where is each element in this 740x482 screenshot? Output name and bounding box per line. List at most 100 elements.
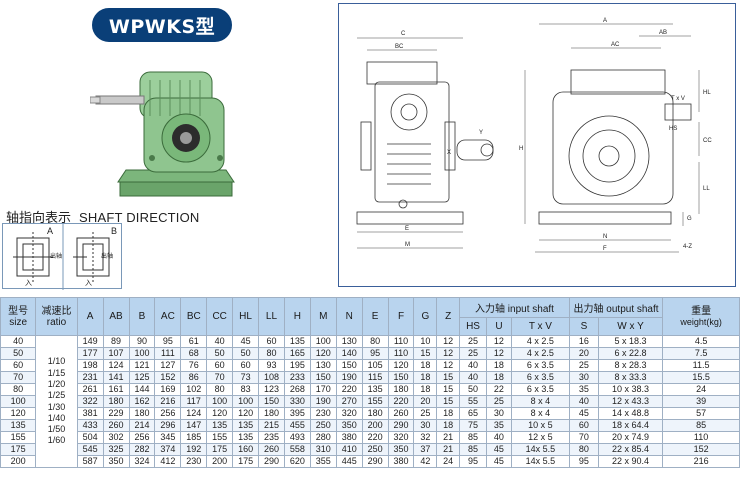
header-ll: LL bbox=[258, 297, 285, 336]
table-cell: 45 bbox=[486, 443, 512, 456]
table-cell: 22 x 90.4 bbox=[597, 455, 664, 468]
table-cell: 65 bbox=[459, 407, 487, 420]
table-cell: 111 bbox=[154, 347, 182, 360]
table-cell: 15 bbox=[436, 371, 461, 384]
table-cell: 42 bbox=[413, 455, 438, 468]
table-cell: 24 bbox=[436, 455, 461, 468]
table-cell: 85 bbox=[662, 419, 740, 432]
table-cell: 32 bbox=[413, 431, 438, 444]
table-cell: 310 bbox=[309, 443, 337, 456]
drawing-label-h: H bbox=[519, 146, 523, 152]
table-cell: 120 bbox=[309, 347, 337, 360]
table-cell: 290 bbox=[361, 455, 389, 468]
table-cell: 260 bbox=[102, 419, 130, 432]
table-cell: 6 x 3.5 bbox=[510, 359, 570, 372]
table-cell: 95 bbox=[568, 455, 599, 468]
direction-label-b: B bbox=[111, 226, 118, 236]
table-cell: 45 bbox=[486, 455, 512, 468]
table-cell: 256 bbox=[154, 407, 182, 420]
table-cell: 150 bbox=[335, 359, 363, 372]
table-cell: 6 x 3.5 bbox=[510, 371, 570, 384]
drawing-label-f: F bbox=[603, 246, 607, 252]
table-cell: 302 bbox=[102, 431, 130, 444]
table-cell: 169 bbox=[154, 383, 182, 396]
table-cell: 12 bbox=[486, 347, 512, 360]
table-cell: 115 bbox=[361, 371, 389, 384]
table-cell: 150 bbox=[309, 371, 337, 384]
table-cell: 110 bbox=[387, 335, 415, 348]
header-output-shaft: 出力轴 output shaft bbox=[568, 297, 664, 318]
table-cell: 180 bbox=[361, 407, 389, 420]
table-cell: 100 bbox=[0, 395, 37, 408]
table-cell: 198 bbox=[76, 359, 104, 372]
header-g: G bbox=[413, 297, 438, 336]
table-cell: 37 bbox=[413, 443, 438, 456]
table-cell: 135 bbox=[0, 419, 37, 432]
drawing-label-m: M bbox=[405, 242, 410, 248]
table-cell: 380 bbox=[387, 455, 415, 468]
table-cell: 350 bbox=[335, 419, 363, 432]
table-cell: 10 bbox=[413, 335, 438, 348]
table-cell: 70 bbox=[568, 431, 599, 444]
header-n: N bbox=[335, 297, 363, 336]
table-cell: 141 bbox=[102, 371, 130, 384]
table-cell: 12 bbox=[436, 347, 461, 360]
table-cell: 89 bbox=[102, 335, 130, 348]
table-cell: 21 bbox=[436, 431, 461, 444]
table-cell: 14 x 48.8 bbox=[597, 407, 664, 420]
ratio-value: 1/60 bbox=[47, 435, 66, 446]
table-cell: 80 bbox=[0, 383, 37, 396]
table-cell: 124 bbox=[180, 407, 208, 420]
table-cell: 12 x 43.3 bbox=[597, 395, 664, 408]
table-cell: 50 bbox=[0, 347, 37, 360]
header-e: E bbox=[361, 297, 389, 336]
gearbox-photo bbox=[90, 71, 235, 197]
table-cell: 100 bbox=[232, 395, 260, 408]
table-cell: 14x 5.5 bbox=[510, 455, 570, 468]
table-cell: 120 bbox=[232, 407, 260, 420]
table-cell: 192 bbox=[180, 443, 208, 456]
table-cell: 250 bbox=[361, 443, 389, 456]
table-cell: 124 bbox=[102, 359, 130, 372]
table-cell: 60 bbox=[206, 359, 234, 372]
table-cell: 40 bbox=[459, 371, 487, 384]
table-cell: 220 bbox=[361, 431, 389, 444]
dimension-drawing-panel: C BC E M Y X A AB AC H HL CC LL T x V HS… bbox=[338, 3, 736, 287]
table-cell: 95 bbox=[361, 347, 389, 360]
table-cell: 40 bbox=[0, 335, 37, 348]
table-cell: 155 bbox=[361, 395, 389, 408]
table-cell: 10 x 5 bbox=[510, 419, 570, 432]
table-cell: 190 bbox=[335, 371, 363, 384]
table-cell: 95 bbox=[154, 335, 182, 348]
table-cell: 12 bbox=[436, 335, 461, 348]
table-cell: 200 bbox=[0, 455, 37, 468]
table-cell: 22 x 85.4 bbox=[597, 443, 664, 456]
table-cell: 100 bbox=[206, 395, 234, 408]
table-cell: 216 bbox=[154, 395, 182, 408]
header-ab: AB bbox=[102, 297, 130, 336]
header-s: S bbox=[568, 317, 599, 336]
table-cell: 6 x 3.5 bbox=[510, 383, 570, 396]
table-cell: 16 bbox=[568, 335, 599, 348]
table-cell: 322 bbox=[76, 395, 104, 408]
table-cell: 200 bbox=[361, 419, 389, 432]
table-cell: 50 bbox=[206, 347, 234, 360]
table-cell: 130 bbox=[309, 359, 337, 372]
table-cell: 412 bbox=[154, 455, 182, 468]
table-cell: 170 bbox=[309, 383, 337, 396]
table-cell: 320 bbox=[387, 431, 415, 444]
drawing-label-hs: HS bbox=[669, 126, 677, 132]
table-cell: 73 bbox=[232, 371, 260, 384]
table-cell: 80 bbox=[361, 335, 389, 348]
table-cell: 150 bbox=[258, 395, 285, 408]
table-cell: 55 bbox=[459, 395, 487, 408]
table-cell: 433 bbox=[76, 419, 104, 432]
table-cell: 20 x 74.9 bbox=[597, 431, 664, 444]
table-cell: 110 bbox=[387, 347, 415, 360]
